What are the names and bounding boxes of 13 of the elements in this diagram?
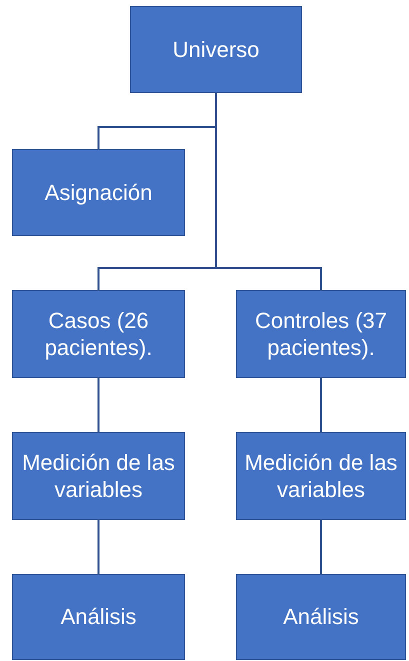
connector-line xyxy=(98,520,100,574)
process-box: Análisis xyxy=(12,574,185,660)
process-box: Asignación xyxy=(12,149,185,236)
process-box: Casos (26 pacientes). xyxy=(12,290,185,378)
connector-line xyxy=(98,378,100,432)
process-box: Universo xyxy=(130,6,302,93)
connector-line xyxy=(320,520,322,574)
process-box: Controles (37 pacientes). xyxy=(236,290,406,378)
connector-line xyxy=(215,93,322,290)
process-box: Análisis xyxy=(236,574,406,660)
process-box: Medición de las variables xyxy=(236,432,406,520)
process-box: Medición de las variables xyxy=(12,432,185,520)
connector-line xyxy=(320,378,322,432)
